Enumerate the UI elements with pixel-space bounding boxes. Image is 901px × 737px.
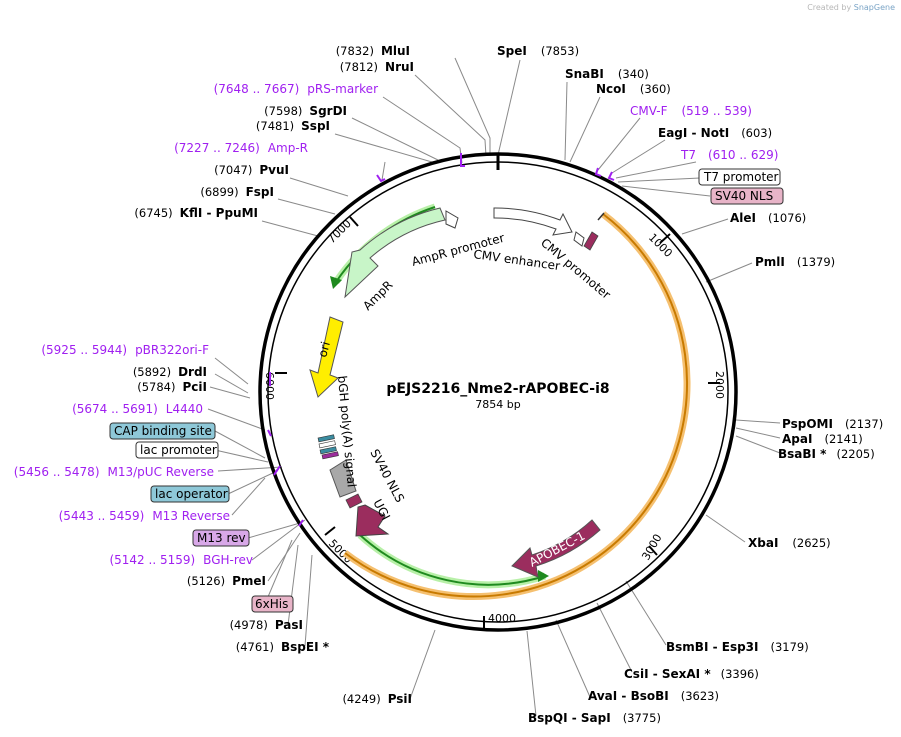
site-csii-sexai[interactable]: CsiI - SexAI *(3396) (624, 667, 759, 681)
ampr-promoter-feature (445, 210, 459, 229)
site-ncoi[interactable]: NcoI(360) (596, 82, 671, 96)
box-m13-rev[interactable]: M13 rev (192, 529, 250, 547)
tick-label-4000: 4000 (488, 612, 516, 625)
nme2-arc (359, 534, 546, 586)
leader-lines (207, 57, 781, 717)
tick-label-2000: 2000 (713, 371, 726, 399)
svg-text:M13 rev: M13 rev (197, 531, 246, 545)
site-nrui[interactable]: (7812)NruI (340, 60, 414, 74)
ugi-feature (355, 504, 390, 537)
nme2-arc-head (538, 570, 549, 582)
site-fspi[interactable]: (6899)FspI (200, 185, 274, 199)
primer-m13-reverse[interactable]: (5443 .. 5459)M13 Reverse (59, 509, 230, 523)
primer-prs-marker[interactable]: (7648 .. 7667)pRS-marker (214, 82, 378, 96)
cds-arc (344, 213, 688, 598)
site-labels: (7832)MluI SpeI(7853) (7812)NruI SnaBI(3… (133, 44, 883, 725)
credit-prefix: Created by (807, 3, 852, 12)
site-pmli[interactable]: PmlI(1379) (755, 255, 835, 269)
svg-text:6xHis: 6xHis (255, 597, 288, 611)
apobec1-label: APOBEC-1 (527, 529, 587, 570)
cap-binding-feature (317, 434, 335, 443)
site-sspi[interactable]: (7481)SspI (256, 119, 330, 133)
site-bsabi[interactable]: BsaBI *(2205) (778, 447, 875, 461)
site-pmei[interactable]: (5126)PmeI (187, 574, 266, 588)
sv40-nls-n-feature (583, 231, 599, 251)
svg-text:SV40 NLS: SV40 NLS (715, 189, 773, 203)
site-bspqi-sapi[interactable]: BspQI - SapI(3775) (528, 711, 661, 725)
site-alei[interactable]: AleI(1076) (730, 211, 806, 225)
primer-cmv-f[interactable]: CMV-F(519 .. 539) (630, 104, 752, 118)
cmv-enhancer-feature (493, 207, 573, 236)
svg-text:T7 promoter: T7 promoter (703, 170, 779, 184)
primer-bgh-rev[interactable]: (5142 .. 5159)BGH-rev (109, 553, 253, 567)
ampr-arc-head (330, 276, 342, 289)
lac-region-features (317, 434, 339, 460)
site-sgrdi[interactable]: (7598)SgrDI (264, 104, 347, 118)
primer-amp-r[interactable]: (7227 .. 7246)Amp-R (174, 141, 308, 155)
primer-t7[interactable]: T7(610 .. 629) (680, 148, 778, 162)
site-psp0mi[interactable]: PspOMI(2137) (782, 417, 883, 431)
site-mlui[interactable]: (7832)MluI (336, 44, 410, 58)
primer-m13-puc-reverse[interactable]: (5456 .. 5478)M13/pUC Reverse (14, 465, 214, 479)
site-pvui[interactable]: (7047)PvuI (214, 163, 289, 177)
site-eagi-noti[interactable]: EagI - NotI(603) (658, 126, 772, 140)
site-snabi[interactable]: SnaBI(340) (565, 67, 649, 81)
site-avai-bsobi[interactable]: AvaI - BsoBI(3623) (588, 689, 719, 703)
t7-promoter-feature (597, 212, 605, 221)
box-sv40-nls[interactable]: SV40 NLS (710, 187, 784, 205)
site-apai[interactable]: ApaI(2141) (782, 432, 863, 446)
backbone-outer (258, 152, 738, 632)
svg-text:lac operator: lac operator (155, 487, 228, 501)
primer-l4440[interactable]: (5674 .. 5691)L4440 (72, 402, 203, 416)
primer-labels: (7648 .. 7667)pRS-marker CMV-F(519 .. 53… (14, 82, 779, 567)
box-6xhis[interactable]: 6xHis (251, 595, 294, 613)
site-spei[interactable]: SpeI(7853) (497, 44, 579, 58)
site-pasi[interactable]: (4978)PasI (230, 618, 303, 632)
snapgene-credit: Created by SnapGene (807, 3, 895, 12)
svg-text:CAP binding site: CAP binding site (114, 424, 212, 438)
ori-feature (309, 316, 344, 398)
site-pcii[interactable]: (5784)PciI (137, 380, 207, 394)
ori-label: ori (315, 340, 333, 359)
lac-promoter-feature (318, 440, 336, 449)
site-kfli-ppumi[interactable]: (6745)KflI - PpuMI (134, 206, 258, 220)
primer-pbr322ori-f[interactable]: (5925 .. 5944)pBR322ori-F (41, 343, 209, 357)
plasmid-name: pEJS2216_Nme2-rAPOBEC-i8 (386, 381, 609, 397)
ampr-label: AmpR (360, 278, 395, 313)
sv40-nls-c-feature (345, 493, 363, 509)
m13-rev-feature (321, 451, 339, 460)
tick-label-7000: 7000 (325, 217, 354, 246)
tick-label-3000: 3000 (639, 532, 664, 563)
primer-marks (267, 153, 615, 527)
box-t7-promoter[interactable]: T7 promoter (698, 168, 781, 186)
credit-brand: SnapGene (853, 3, 895, 12)
svg-text:lac promoter: lac promoter (140, 443, 217, 457)
box-cap-binding-site[interactable]: CAP binding site (109, 422, 216, 440)
lac-operator-feature (319, 446, 337, 455)
sv40-nls-label: SV40 NLS (367, 447, 407, 505)
apobec1-feature (511, 519, 601, 578)
site-bsmbi-esp3i[interactable]: BsmBI - Esp3I(3179) (666, 640, 809, 654)
plasmid-length: 7854 bp (475, 398, 520, 411)
box-lac-operator[interactable]: lac operator (150, 485, 230, 503)
cmv-promoter-feature (573, 231, 585, 247)
site-drdi[interactable]: (5892)DrdI (133, 365, 207, 379)
ampr-feature (344, 207, 446, 299)
bgh-polya-feature (329, 459, 357, 498)
box-labels: T7 promoter SV40 NLS CAP binding site la… (109, 168, 784, 613)
site-bspei[interactable]: (4761)BspEI * (236, 640, 330, 654)
site-xbai[interactable]: XbaI(2625) (748, 536, 831, 550)
tick-label-1000: 1000 (646, 231, 675, 260)
site-psii[interactable]: (4249)PsiI (342, 692, 412, 706)
tick-marks (275, 216, 720, 629)
box-lac-promoter[interactable]: lac promoter (135, 441, 219, 459)
